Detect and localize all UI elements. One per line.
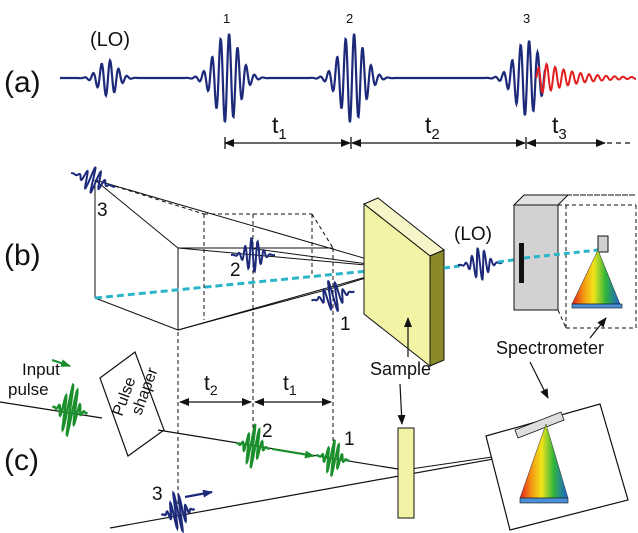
pulse-1-c xyxy=(316,439,350,477)
timeline-waveform xyxy=(60,33,547,123)
sample-label: Sample xyxy=(370,359,431,379)
signal-waveform xyxy=(535,62,636,95)
panel-c: (c) Input pulse Pulse shaper 2 1 3 t2 t1 xyxy=(0,317,629,533)
pulse-3-label-a: 3 xyxy=(523,11,530,26)
pulse-1-label-a: 1 xyxy=(223,11,230,26)
panel-b-label: (b) xyxy=(4,239,41,272)
input-arrow xyxy=(51,359,71,367)
spectrometer-arrow-b xyxy=(589,317,607,339)
pulse-3-c xyxy=(160,490,196,533)
pulse-1-b xyxy=(311,280,355,312)
signal-beam xyxy=(443,264,461,270)
lo-label-a: (LO) xyxy=(90,29,130,51)
pulse-1-label-c: 1 xyxy=(344,429,355,450)
sample-block xyxy=(363,197,445,368)
blue-arrow-3 xyxy=(184,489,213,499)
spectrometer-label: Spectrometer xyxy=(496,338,604,358)
input-pulse-c xyxy=(52,382,88,438)
input-pulse-label: Input xyxy=(22,360,60,379)
green-arrow-21 xyxy=(271,448,315,459)
spectrometer-arrow-c xyxy=(529,361,549,399)
pulse-2-label-b: 2 xyxy=(230,260,241,281)
panel-a: (a) (LO) 1 2 3 t1 t2 t3 xyxy=(4,11,636,149)
delay-t1-label-c: t1 xyxy=(283,372,297,398)
pulse-3-b xyxy=(70,166,116,194)
lo-label-b: (LO) xyxy=(454,224,492,245)
delay-t3-label-a: t3 xyxy=(552,112,567,143)
panel-c-label: (c) xyxy=(4,444,39,477)
input-beam xyxy=(0,401,103,419)
pulse-2-b xyxy=(230,236,276,274)
delay-t2-label-c: t2 xyxy=(204,372,218,398)
pulse-3-label-c: 3 xyxy=(152,484,163,505)
lo-beam-path xyxy=(94,266,399,300)
sample-arrow-c xyxy=(397,383,406,425)
input-pulse-label-2: pulse xyxy=(8,380,49,399)
pulse-2-label-a: 2 xyxy=(346,11,353,26)
pulse-2-c xyxy=(236,423,270,469)
lo-pulse-b xyxy=(457,247,503,281)
delay-t2-label-a: t2 xyxy=(425,112,440,143)
pulse-2-label-c: 2 xyxy=(262,421,273,442)
delay-t1-label-a: t1 xyxy=(272,112,287,143)
spectrometer-box-b xyxy=(512,194,637,329)
panel-b: (b) xyxy=(4,166,637,505)
pulse-1-label-b: 1 xyxy=(340,314,351,335)
pulse-shaper: Pulse shaper xyxy=(99,351,165,457)
signal-beam-out xyxy=(497,257,521,264)
panel-a-label: (a) xyxy=(4,66,41,99)
sample-plate-c xyxy=(397,427,415,519)
spectrometer-box-c xyxy=(485,403,629,531)
pulse-3-label-b: 3 xyxy=(97,200,108,221)
